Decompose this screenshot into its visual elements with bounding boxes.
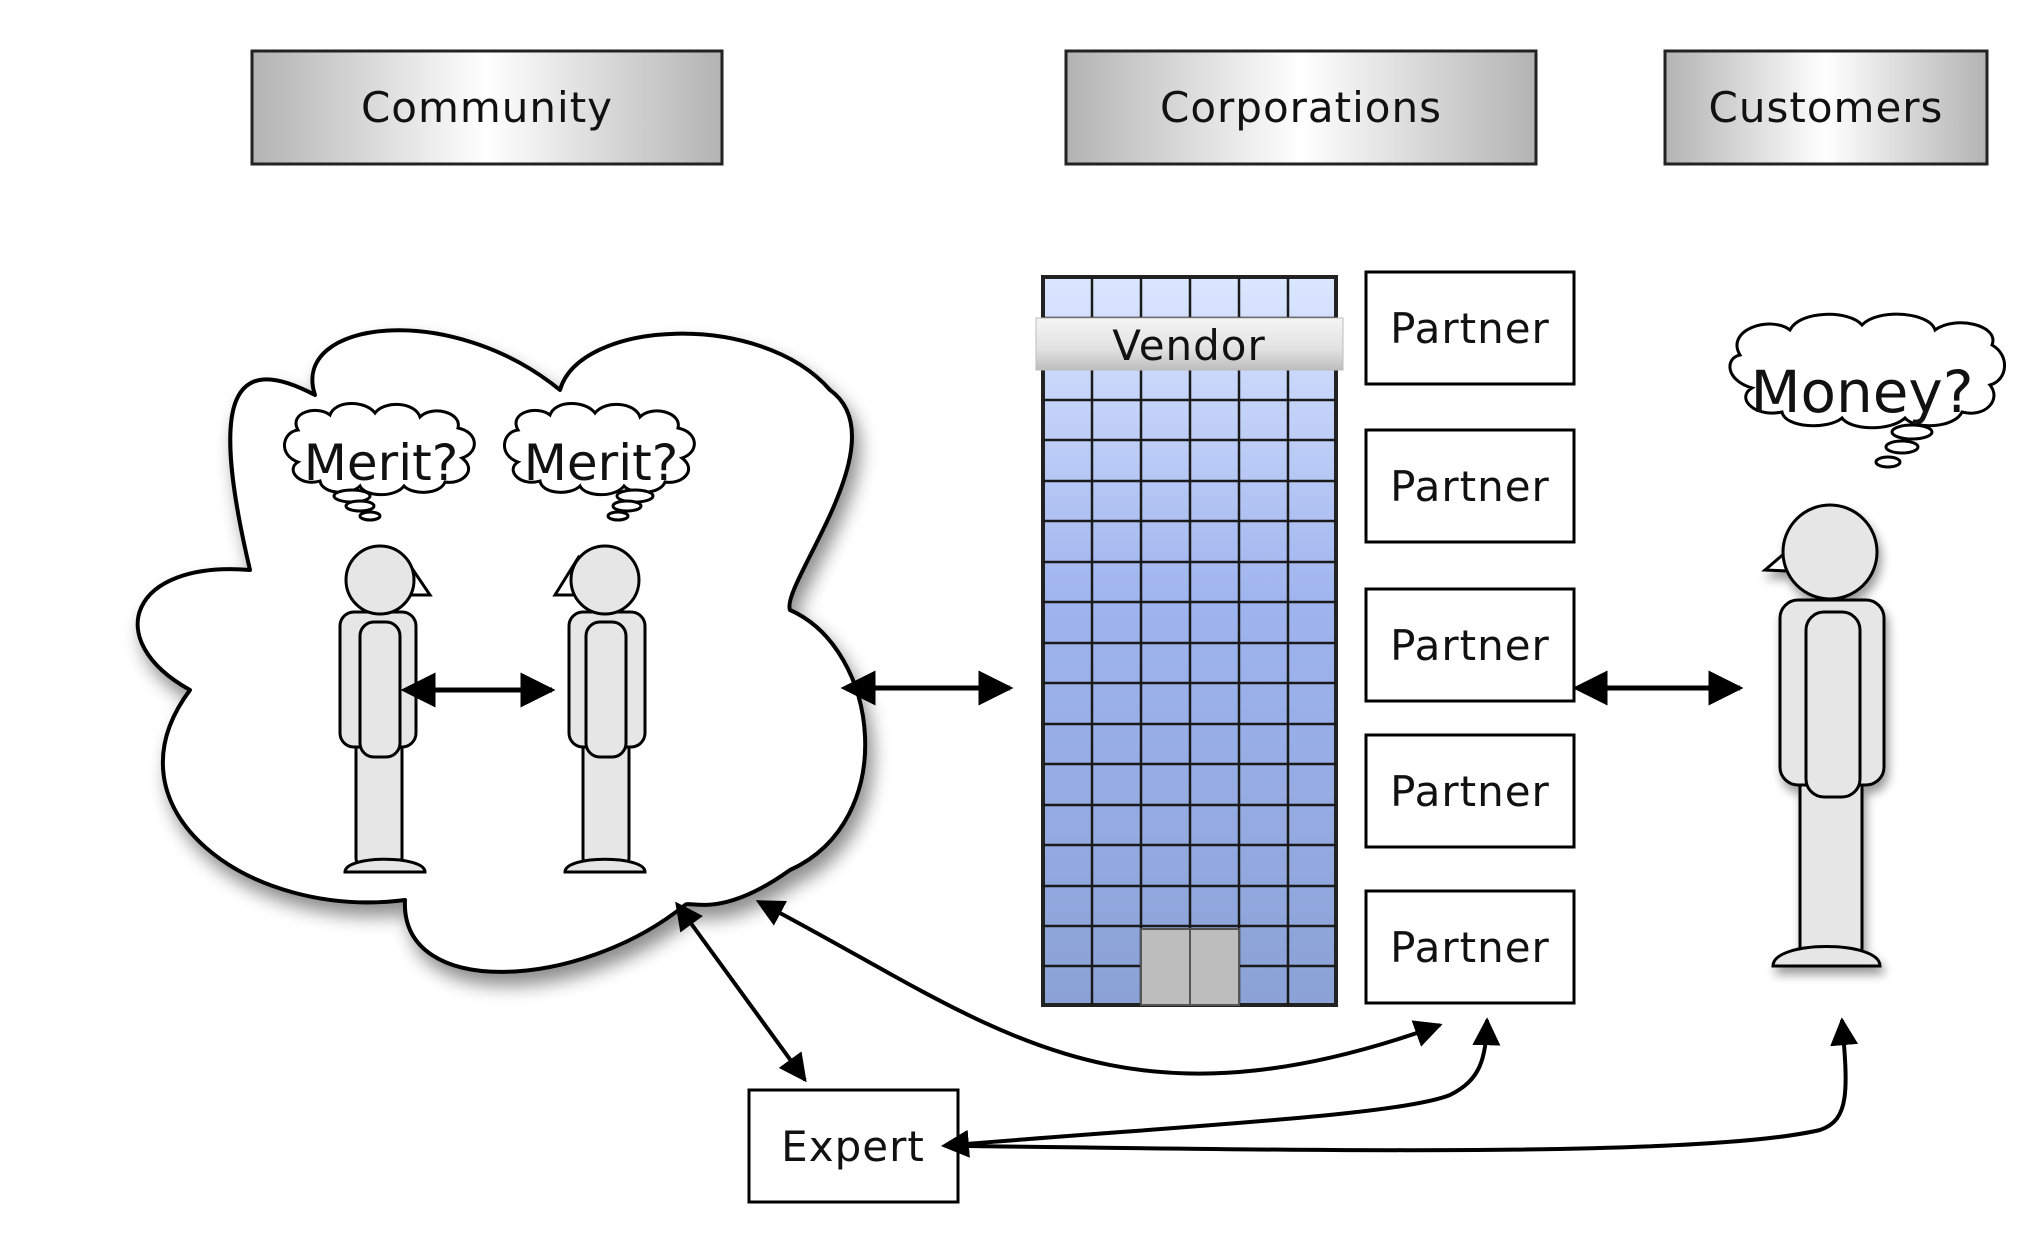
header-corporations: Corporations bbox=[1064, 49, 1538, 166]
vendor-building: Vendor bbox=[1035, 275, 1344, 1007]
arrow-community-expert bbox=[675, 901, 807, 1083]
customer-person bbox=[1761, 503, 1886, 968]
header-customers: Customers bbox=[1663, 49, 1989, 166]
arrow-expert-customer bbox=[965, 1017, 1859, 1153]
community-person-left bbox=[338, 544, 433, 874]
partner-box: Partner bbox=[1364, 889, 1576, 1005]
community-cloud bbox=[135, 328, 867, 974]
header-customers-label: Customers bbox=[1709, 83, 1944, 132]
partner-box: Partner bbox=[1364, 733, 1576, 849]
partner-label: Partner bbox=[1390, 621, 1550, 670]
building-door bbox=[1140, 928, 1240, 1006]
vendor-banner: Vendor bbox=[1035, 317, 1344, 371]
partner-box: Partner bbox=[1364, 587, 1576, 703]
header-community: Community bbox=[250, 49, 724, 166]
vendor-label: Vendor bbox=[1112, 321, 1266, 370]
partner-box: Partner bbox=[1364, 270, 1576, 386]
community-person-right bbox=[552, 544, 647, 874]
partner-box: Partner bbox=[1364, 428, 1576, 544]
thought-money-text: Money? bbox=[1750, 358, 1973, 426]
thought-bubble-money: Money? bbox=[1728, 312, 2006, 469]
expert-box: Expert bbox=[747, 1088, 960, 1204]
partner-label: Partner bbox=[1390, 304, 1550, 353]
thought-bubble-merit-left: Merit? bbox=[283, 402, 476, 522]
partner-label: Partner bbox=[1390, 462, 1550, 511]
header-community-label: Community bbox=[361, 83, 613, 132]
partner-label: Partner bbox=[1390, 767, 1550, 816]
arrow-expert-partner bbox=[940, 1017, 1501, 1158]
expert-label: Expert bbox=[781, 1122, 925, 1171]
thought-bubble-merit-right: Merit? bbox=[503, 402, 696, 522]
thought-merit-right-text: Merit? bbox=[524, 434, 679, 492]
header-corporations-label: Corporations bbox=[1160, 83, 1442, 132]
thought-merit-left-text: Merit? bbox=[304, 434, 459, 492]
partner-label: Partner bbox=[1390, 923, 1550, 972]
